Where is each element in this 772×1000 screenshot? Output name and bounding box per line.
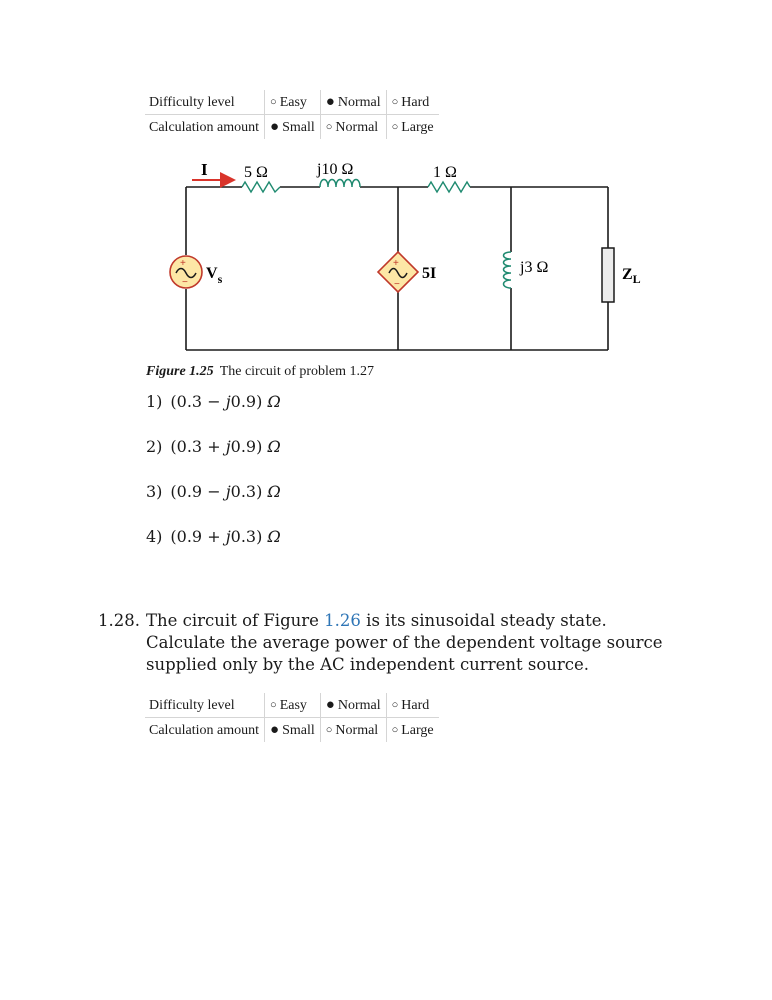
voltage-source-icon: + − xyxy=(169,255,203,289)
empty-radio-icon: ○ xyxy=(391,698,399,711)
rating-table-1: Difficulty level ○Easy ●Normal ○Hard Cal… xyxy=(145,90,439,139)
svg-text:+: + xyxy=(393,258,399,269)
rating-table-2: Difficulty level ○Easy ●Normal ○Hard Cal… xyxy=(145,693,439,742)
filled-radio-icon: ● xyxy=(325,94,335,110)
inductor2-label: j3 Ω xyxy=(519,259,548,276)
figure-caption-label: Figure 1.25 xyxy=(146,364,214,379)
difficulty-option-hard: ○Hard xyxy=(385,90,439,115)
empty-radio-icon: ○ xyxy=(391,95,399,108)
svg-text:+: + xyxy=(180,258,186,269)
difficulty-row: Difficulty level ○Easy ●Normal ○Hard xyxy=(145,90,439,115)
dependent-source-label: 5I xyxy=(422,265,436,282)
calculation-option-small: ●Small xyxy=(264,717,321,742)
calculation-label: Calculation amount xyxy=(149,722,260,738)
difficulty-option-easy: ○Easy xyxy=(264,693,321,718)
difficulty-option-easy: ○Easy xyxy=(264,90,321,115)
calculation-option-normal: ○Normal xyxy=(319,717,387,742)
difficulty-label: Difficulty level xyxy=(145,90,265,115)
difficulty-option-hard: ○Hard xyxy=(385,693,439,718)
empty-radio-icon: ○ xyxy=(270,698,277,711)
svg-text:−: − xyxy=(394,279,400,290)
r1-label: 5 Ω xyxy=(244,164,268,181)
load-impedance xyxy=(601,247,615,303)
empty-radio-icon: ○ xyxy=(391,723,399,736)
resistor-5-ohm xyxy=(241,180,281,194)
empty-radio-icon: ○ xyxy=(270,95,277,108)
circuit-diagram: I 5 Ω j10 Ω 1 Ω + − Vs + − 5I j3 Ω ZL xyxy=(169,160,641,351)
dependent-source-icon: + − xyxy=(376,250,420,294)
calculation-label: Calculation amount xyxy=(149,119,260,135)
answer-option-4: 4)(0.9 + j0.3) Ω xyxy=(146,527,281,546)
filled-radio-icon: ● xyxy=(270,119,280,135)
answer-option-2: 2)(0.3 + j0.9) Ω xyxy=(146,437,281,456)
calculation-option-small: ●Small xyxy=(264,114,321,139)
answer-option-1: 1)(0.3 − j0.9) Ω xyxy=(146,392,281,411)
calculation-row: Calculation amount ●Small ○Normal ○Large xyxy=(145,114,439,139)
inductor1-label: j10 Ω xyxy=(316,161,353,178)
empty-radio-icon: ○ xyxy=(325,120,333,133)
problem-number: 1.28. xyxy=(98,611,140,630)
empty-radio-icon: ○ xyxy=(391,120,399,133)
answer-option-3: 3)(0.9 − j0.3) Ω xyxy=(146,482,281,501)
problem-statement: 1.28. The circuit of Figure 1.26 is its … xyxy=(98,610,678,676)
calculation-option-normal: ○Normal xyxy=(319,114,387,139)
difficulty-option-normal: ●Normal xyxy=(319,90,387,115)
figure-reference-link[interactable]: 1.26 xyxy=(324,611,361,630)
calculation-option-large: ○Large xyxy=(385,114,439,139)
figure-caption: Figure 1.25 The circuit of problem 1.27 xyxy=(146,364,374,380)
difficulty-label: Difficulty level xyxy=(145,693,265,718)
svg-text:−: − xyxy=(182,277,188,288)
empty-radio-icon: ○ xyxy=(325,723,333,736)
calculation-option-large: ○Large xyxy=(385,717,439,742)
inductor-j10 xyxy=(319,178,361,188)
source-label: Vs xyxy=(206,265,223,286)
inductor-j3 xyxy=(502,251,512,289)
resistor-1-ohm xyxy=(427,180,471,194)
difficulty-option-normal: ●Normal xyxy=(319,693,387,718)
calculation-row: Calculation amount ●Small ○Normal ○Large xyxy=(145,717,439,742)
r2-label: 1 Ω xyxy=(433,164,457,181)
load-label: ZL xyxy=(622,266,641,286)
filled-radio-icon: ● xyxy=(325,697,335,713)
circuit-wires xyxy=(185,186,609,351)
current-label: I xyxy=(201,160,208,179)
problem-text: The circuit of Figure 1.26 is its sinuso… xyxy=(146,611,663,674)
difficulty-row: Difficulty level ○Easy ●Normal ○Hard xyxy=(145,693,439,718)
filled-radio-icon: ● xyxy=(270,722,280,738)
figure-caption-text: The circuit of problem 1.27 xyxy=(219,364,375,379)
